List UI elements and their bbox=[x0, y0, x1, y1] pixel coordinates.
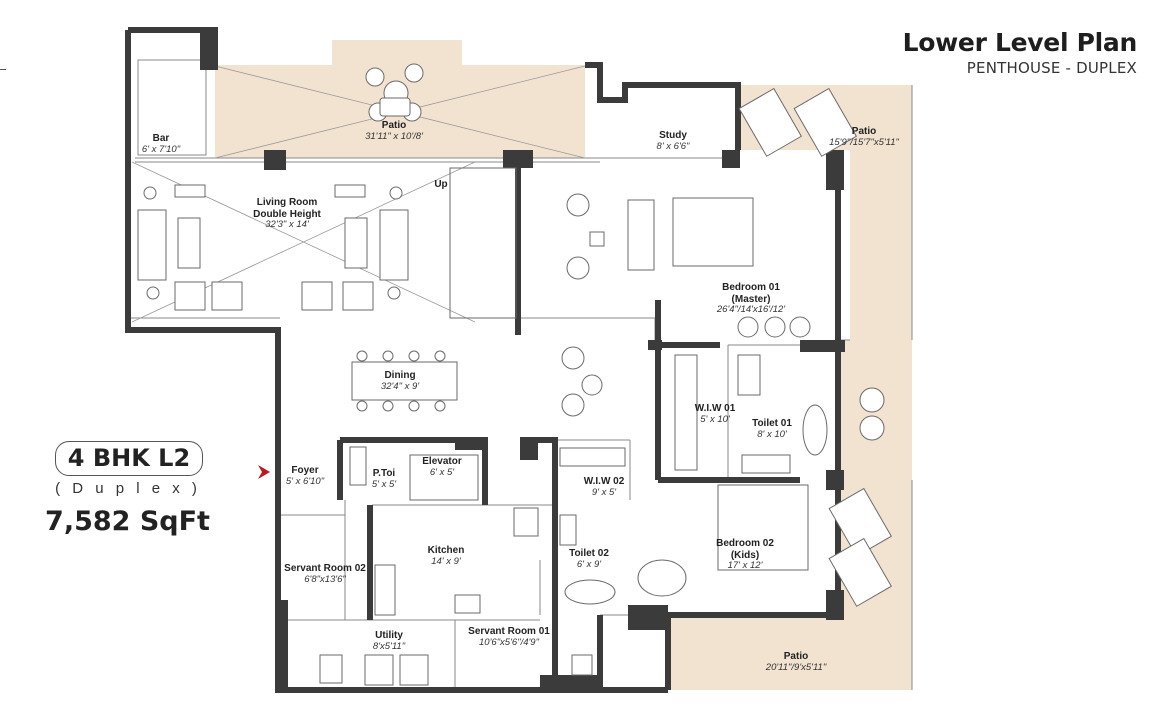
stair-label-up: Up bbox=[434, 179, 448, 190]
room-label-bedroom-01: Bedroom 01 (Master)26'4"/14'x16'/12' bbox=[716, 282, 786, 316]
patio-areas bbox=[215, 40, 912, 690]
unit-type-badge: 4 BHK L2 bbox=[55, 441, 203, 476]
room-label-bedroom-02: Bedroom 02 (Kids)17' x 12' bbox=[716, 538, 774, 572]
entry-arrow-icon bbox=[258, 465, 270, 479]
plan-title: Lower Level Plan bbox=[902, 28, 1138, 57]
plan-title-block: Lower Level Plan PENTHOUSE - DUPLEX bbox=[902, 28, 1138, 77]
furniture bbox=[137, 63, 893, 686]
plan-subtitle: PENTHOUSE - DUPLEX bbox=[966, 59, 1137, 77]
margin-tick bbox=[0, 69, 6, 70]
wall-columns bbox=[200, 30, 845, 690]
unit-area: 7,582 SqFt bbox=[45, 506, 210, 537]
unit-variant: ( D u p l e x ) bbox=[55, 480, 201, 497]
